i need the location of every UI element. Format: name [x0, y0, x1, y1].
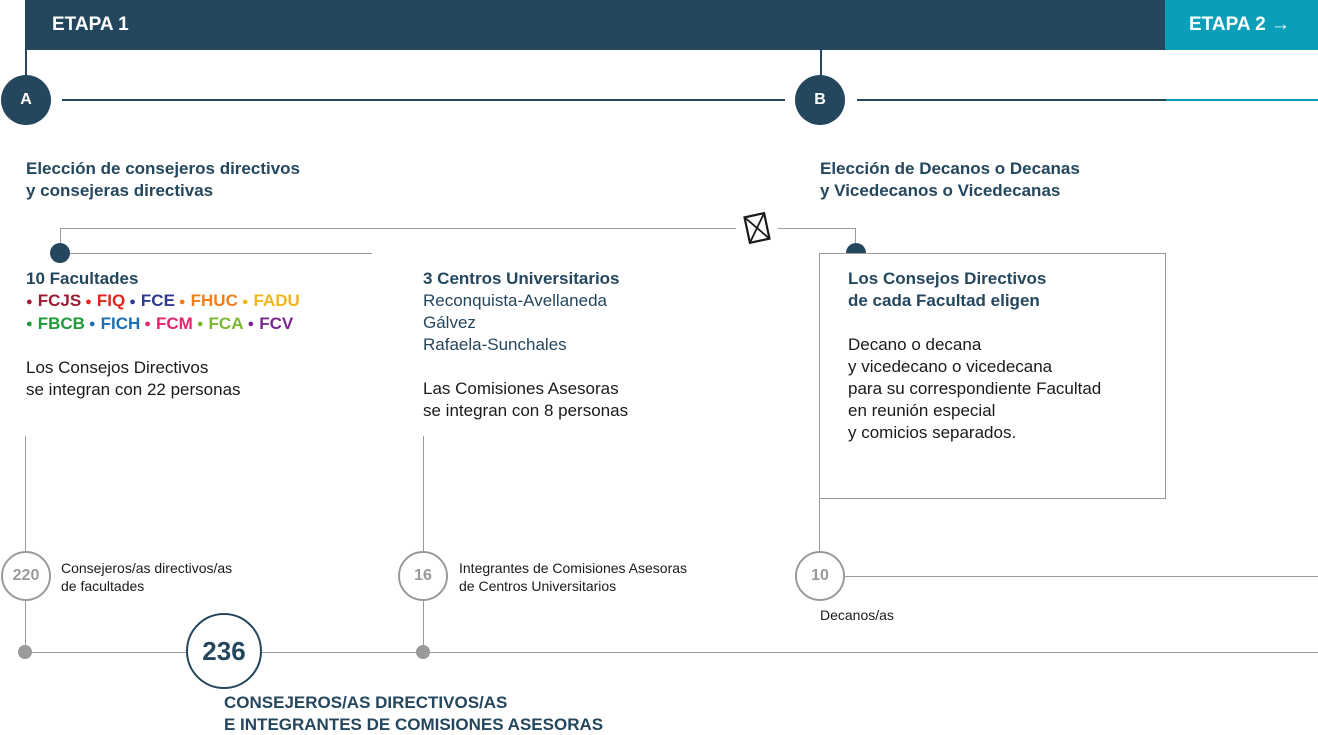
total-circle: 236: [186, 613, 262, 689]
faculty-bullet-icon: ●: [26, 295, 36, 308]
faculty-name: FCM: [156, 313, 193, 333]
total-label: CONSEJEROS/AS DIRECTIVOS/AS E INTEGRANTE…: [224, 692, 603, 735]
faculty-name: FCJS: [37, 291, 82, 310]
section-b-title: Elección de Decanos o Decanas y Vicedeca…: [820, 158, 1080, 202]
facultades-dot: [50, 243, 70, 263]
faculty-bullet-icon: ●: [241, 295, 252, 308]
faculty-fadu: ● FADU: [242, 291, 300, 310]
timeline-a: [62, 99, 785, 101]
decanos-box-body: Decano o decana y vicedecano o vicedecan…: [848, 334, 1101, 444]
faculty-name: FBCB: [37, 313, 85, 333]
total-dot-left: [18, 645, 32, 659]
centro-item: Rafaela-Sunchales: [423, 335, 567, 354]
faculty-fcv: ● FCV: [247, 314, 293, 333]
ballot-line-right: [778, 228, 856, 229]
facultades-title: 10 Facultades: [26, 269, 139, 288]
faculty-name: FADU: [253, 291, 300, 310]
count-220-label: Consejeros/as directivos/as de facultade…: [61, 559, 232, 595]
count-16-label-line1: Integrantes de Comisiones Asesoras: [459, 560, 688, 576]
connector-b: [820, 50, 822, 76]
facultades-desc: Los Consejos Directivos se integran con …: [26, 357, 304, 401]
stage-1-label: ETAPA 1: [52, 14, 129, 35]
count-10-label: Decanos/as: [820, 607, 894, 623]
vline-facultades: [25, 436, 26, 652]
decanos-box-line: y vicedecano o vicedecana: [848, 357, 1053, 376]
centros-block: 3 Centros Universitarios Reconquista-Ave…: [423, 268, 628, 422]
decanos-box-title-line2: de cada Facultad eligen: [848, 291, 1040, 310]
faculty-name: FHUC: [190, 291, 238, 310]
ballot-drop-right: [855, 228, 856, 246]
total-line: [25, 652, 1318, 653]
facultades-desc-line1: Los Consejos Directivos: [26, 358, 209, 378]
faculty-name: FICH: [100, 313, 141, 333]
centro-item: Reconquista-Avellaneda: [423, 291, 607, 310]
vline-centros: [423, 436, 424, 652]
section-a-title-line2: y consejeras directivas: [26, 181, 214, 200]
decanos-count-line: [845, 576, 1318, 577]
centros-desc-line1: Las Comisiones Asesoras: [423, 379, 619, 398]
node-a: A: [1, 75, 51, 125]
facultades-row-1: ● FCJS● FIQ● FCE● FHUC● FADU: [26, 290, 304, 313]
faculty-bullet-icon: ●: [178, 295, 189, 308]
section-a-title-line1: Elección de consejeros directivos: [26, 159, 301, 178]
faculty-bullet-icon: ●: [26, 318, 36, 331]
count-10-circle: 10: [795, 551, 845, 601]
centros-desc: Las Comisiones Asesoras se integran con …: [423, 378, 628, 422]
ballot-drop-left: [60, 228, 61, 246]
total-dot-right: [416, 645, 430, 659]
faculty-name: FCA: [208, 313, 244, 333]
total-label-line1: CONSEJEROS/AS DIRECTIVOS/AS: [224, 693, 508, 712]
faculty-bullet-icon: ●: [129, 295, 139, 308]
decanos-box-line: Decano o decana: [848, 335, 982, 354]
section-b-title-line1: Elección de Decanos o Decanas: [820, 159, 1080, 178]
faculty-fich: ● FICH: [89, 314, 140, 333]
faculty-bullet-icon: ●: [144, 318, 154, 331]
connector-a: [25, 50, 27, 76]
faculty-bullet-icon: ●: [88, 318, 99, 331]
faculty-bullet-icon: ●: [85, 295, 95, 308]
count-16-circle: 16: [398, 551, 448, 601]
timeline-b: [857, 99, 1166, 101]
facultades-desc-line2: se integran con 22 personas: [26, 380, 241, 400]
faculty-bullet-icon: ●: [247, 318, 258, 331]
decanos-box-line: y comicios separados.: [848, 423, 1017, 442]
faculty-fhuc: ● FHUC: [179, 291, 238, 310]
centros-title: 3 Centros Universitarios: [423, 269, 620, 288]
vline-decanos: [819, 499, 820, 553]
ballot-line-left: [60, 228, 736, 229]
faculty-fce: ● FCE: [129, 291, 175, 310]
stage-2-label[interactable]: ETAPA 2 →: [1189, 14, 1290, 35]
decanos-box: Los Consejos Directivos de cada Facultad…: [819, 253, 1166, 499]
section-b-title-line2: y Vicedecanos o Vicedecanas: [820, 181, 1061, 200]
decanos-box-line: para su correspondiente Facultad: [848, 379, 1102, 398]
count-220-label-line1: Consejeros/as directivos/as: [61, 560, 233, 576]
ballot-envelope-icon: [742, 211, 772, 245]
faculty-name: FIQ: [96, 291, 126, 310]
stage-2-bar[interactable]: [1165, 0, 1318, 50]
faculty-fcjs: ● FCJS: [26, 291, 81, 310]
total-label-line2: E INTEGRANTES DE COMISIONES ASESORAS: [224, 715, 604, 734]
count-16-label-line2: de Centros Universitarios: [459, 578, 617, 594]
node-b: B: [795, 75, 845, 125]
count-220-label-line2: de facultades: [61, 578, 145, 594]
faculty-fcm: ● FCM: [144, 314, 193, 333]
facultades-block: 10 Facultades ● FCJS● FIQ● FCE● FHUC● FA…: [26, 268, 304, 401]
decanos-box-line: en reunión especial: [848, 401, 996, 420]
faculty-fca: ● FCA: [197, 314, 244, 333]
faculty-name: FCV: [259, 313, 294, 333]
faculty-name: FCE: [140, 291, 175, 310]
timeline-stage2: [1166, 99, 1318, 101]
faculty-fbcb: ● FBCB: [26, 314, 85, 333]
faculty-bullet-icon: ●: [196, 318, 207, 331]
facultades-row-2: ● FBCB● FICH● FCM● FCA● FCV: [26, 313, 304, 336]
centros-desc-line2: se integran con 8 personas: [423, 401, 629, 420]
decanos-box-title-line1: Los Consejos Directivos: [848, 269, 1047, 288]
facultades-underline: [60, 253, 372, 254]
count-220-circle: 220: [1, 551, 51, 601]
section-a-title: Elección de consejeros directivos y cons…: [26, 158, 300, 202]
stage-1-bar: [25, 0, 1165, 50]
count-16-label: Integrantes de Comisiones Asesoras de Ce…: [459, 559, 687, 595]
faculty-fiq: ● FIQ: [85, 291, 125, 310]
centro-item: Gálvez: [423, 313, 476, 332]
